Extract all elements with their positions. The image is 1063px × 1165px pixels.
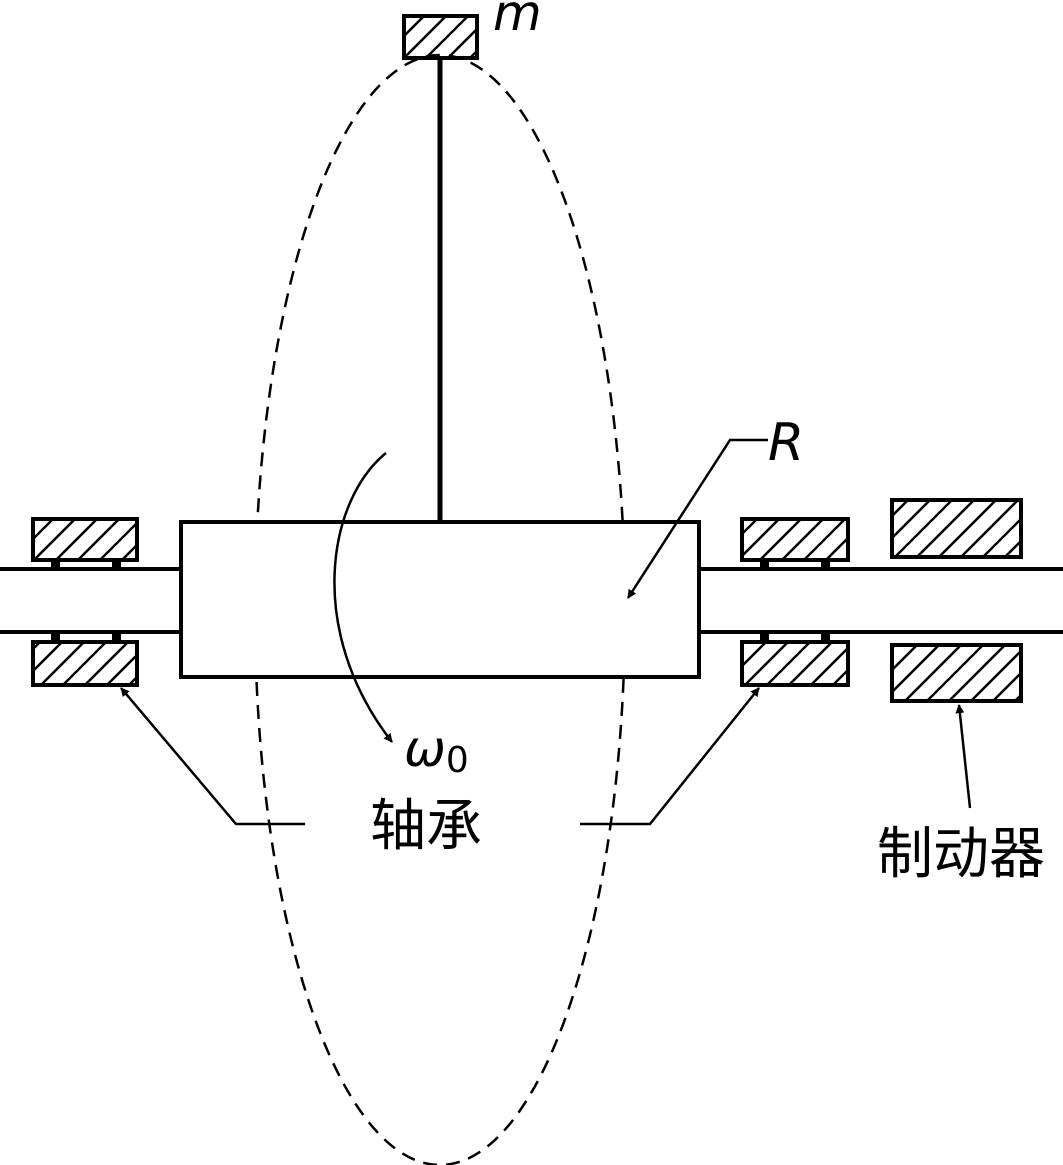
bearing-right-bottom [740,640,850,687]
bearing-left-top-roller-1 [51,560,60,569]
bearing-right-bottom-roller-2 [821,632,830,642]
radius-label: R [768,413,804,473]
bearing-right-top [740,517,850,562]
bearing-left-bottom [31,640,139,687]
rotation-arrow [333,452,393,743]
bearing-left-bottom-roller-2 [112,632,121,642]
bearing-leader-left [120,687,305,826]
central-hub [179,520,701,679]
mass-block [402,14,479,60]
brake-pad-top [890,498,1023,559]
bearing-left-top-roller-2 [112,560,121,569]
bearing-right-bottom-roller-1 [760,632,769,642]
bearing-label: 轴承 [370,794,482,859]
bearing-left-bottom-roller-1 [51,632,60,642]
bearing-right-top-roller-1 [760,560,769,569]
brake-leader-line [955,704,972,809]
brake-label: 制动器 [877,822,1045,887]
radius-leader-line [626,438,768,599]
mass-label: m [493,0,542,42]
bearing-right-top-roller-2 [821,560,830,569]
omega-subscript: 0 [446,740,469,781]
brake-pad-bottom [890,643,1023,703]
omega-label: ω0 [404,720,469,781]
bearing-leader-right [580,687,760,826]
bearing-left-top [31,517,139,562]
omega-symbol: ω [404,720,446,778]
